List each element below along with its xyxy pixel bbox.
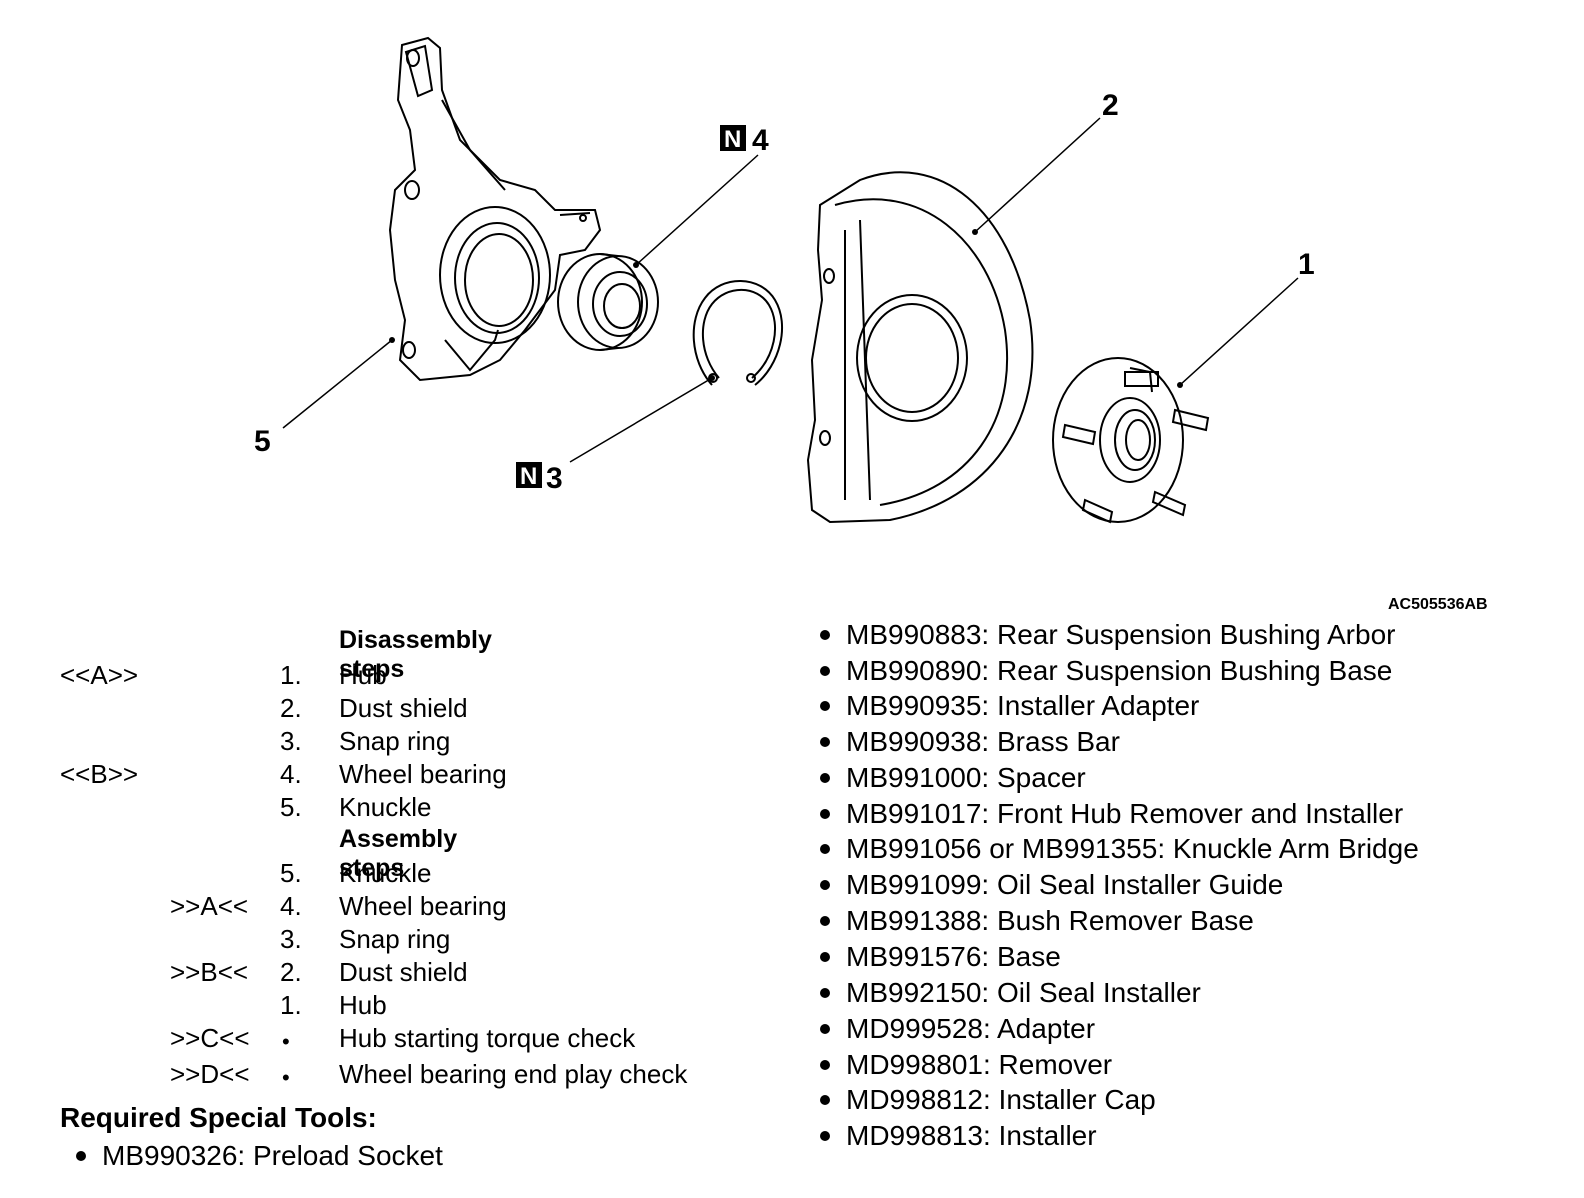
new-part-mark-4: N	[720, 125, 746, 153]
list-item: MB991056 or MB991355: Knuckle Arm Bridge	[820, 833, 1419, 865]
list-item: MD999528: Adapter	[820, 1013, 1095, 1045]
step-text: Wheel bearing	[339, 891, 507, 921]
step-number: 5.	[280, 858, 302, 888]
bullet-icon	[820, 843, 830, 854]
step-mark: >>A<<	[170, 891, 249, 921]
tool-text: MB990938: Brass Bar	[846, 726, 1120, 757]
tool-text: MB990935: Installer Adapter	[846, 690, 1200, 721]
bullet-icon	[820, 915, 830, 926]
bullet-icon	[820, 736, 830, 747]
callout-5: 5	[254, 425, 271, 458]
list-item: MD998812: Installer Cap	[820, 1084, 1156, 1116]
step-number: 3.	[280, 924, 302, 954]
bullet-icon	[820, 879, 830, 890]
tool-text: MB990890: Rear Suspension Bushing Base	[846, 655, 1393, 686]
bullet-icon	[820, 772, 830, 783]
bullet-icon: •	[282, 1065, 290, 1090]
step-text: Hub starting torque check	[339, 1023, 636, 1053]
tool-text: MB991099: Oil Seal Installer Guide	[846, 869, 1284, 900]
bullet-icon	[76, 1150, 86, 1161]
list-item: MB990326: Preload Socket	[76, 1140, 443, 1172]
step-mark: >>D<<	[170, 1059, 250, 1089]
bullet-icon	[820, 1094, 830, 1105]
bullet-icon	[820, 665, 830, 676]
step-text: Dust shield	[339, 693, 468, 723]
step-text: Snap ring	[339, 726, 451, 756]
step-text: Knuckle	[339, 858, 432, 888]
knuckle-icon	[388, 36, 602, 382]
figure-id: AC505536AB	[1388, 596, 1488, 613]
tool-text: MB992150: Oil Seal Installer	[846, 977, 1201, 1008]
list-item: MB990935: Installer Adapter	[820, 690, 1199, 722]
callout-3: 3	[546, 462, 563, 495]
step-text: Dust shield	[339, 957, 468, 987]
exploded-diagram: 1 2 N 3 N 4 5	[254, 36, 1315, 524]
tool-text: MB990326: Preload Socket	[102, 1140, 443, 1171]
step-number: 4.	[280, 759, 302, 789]
step-number: 4.	[280, 891, 302, 921]
step-mark: <<B>>	[60, 759, 139, 789]
step-text: Snap ring	[339, 924, 451, 954]
dust-shield-icon	[806, 171, 1034, 524]
callout-4: 4	[752, 124, 769, 157]
tool-text: MD998801: Remover	[846, 1049, 1113, 1080]
bullet-icon	[820, 1130, 830, 1141]
svg-text:N: N	[724, 126, 741, 153]
step-text: Hub	[339, 990, 387, 1020]
step-number: 1.	[280, 990, 302, 1020]
list-item: MB991576: Base	[820, 941, 1061, 973]
list-item: MB990890: Rear Suspension Bushing Base	[820, 655, 1392, 687]
bullet-icon	[820, 700, 830, 711]
tool-text: MB990883: Rear Suspension Bushing Arbor	[846, 619, 1396, 650]
bullet-icon	[820, 629, 830, 640]
bullet-icon	[820, 1059, 830, 1070]
new-part-mark-3: N	[516, 462, 542, 490]
step-number: 5.	[280, 792, 302, 822]
svg-text:N: N	[520, 463, 537, 490]
step-text: Knuckle	[339, 792, 432, 822]
tool-text: MB991000: Spacer	[846, 762, 1086, 793]
list-item: MB991000: Spacer	[820, 762, 1086, 794]
tool-text: MD999528: Adapter	[846, 1013, 1096, 1044]
tool-text: MB991576: Base	[846, 941, 1061, 972]
tool-text: MB991388: Bush Remover Base	[846, 905, 1254, 936]
bullet-icon	[820, 987, 830, 998]
list-item: MB991388: Bush Remover Base	[820, 905, 1254, 937]
tool-text: MD998813: Installer	[846, 1120, 1097, 1151]
list-item: MB992150: Oil Seal Installer	[820, 977, 1201, 1009]
bullet-icon: •	[282, 1029, 290, 1054]
bullet-icon	[820, 808, 830, 819]
snap-ring-icon	[692, 280, 783, 386]
step-number: 1.	[280, 660, 302, 690]
callout-1: 1	[1298, 248, 1315, 281]
bullet-icon	[820, 951, 830, 962]
list-item: MB991017: Front Hub Remover and Installe…	[820, 798, 1403, 830]
step-text: Wheel bearing end play check	[339, 1059, 688, 1089]
step-text: Hub	[339, 660, 387, 690]
step-text: Wheel bearing	[339, 759, 507, 789]
step-number: 2.	[280, 957, 302, 987]
bullet-icon	[820, 1023, 830, 1034]
disassembly-heading: Disassembly steps	[339, 626, 492, 683]
step-mark: >>B<<	[170, 957, 249, 987]
tools-heading: Required Special Tools:	[60, 1102, 377, 1133]
hub-icon	[1052, 357, 1210, 524]
list-item: MB990883: Rear Suspension Bushing Arbor	[820, 619, 1395, 651]
wheel-bearing-icon	[557, 253, 659, 351]
list-item: MD998801: Remover	[820, 1049, 1112, 1081]
step-number: 3.	[280, 726, 302, 756]
assembly-heading: Assembly steps	[339, 825, 458, 882]
tool-text: MB991017: Front Hub Remover and Installe…	[846, 798, 1404, 829]
callout-2: 2	[1102, 89, 1119, 122]
step-mark: <<A>>	[60, 660, 139, 690]
step-mark: >>C<<	[170, 1023, 250, 1053]
tool-text: MB991056 or MB991355: Knuckle Arm Bridge	[846, 833, 1419, 864]
list-item: MB991099: Oil Seal Installer Guide	[820, 869, 1283, 901]
list-item: MD998813: Installer	[820, 1120, 1097, 1152]
step-number: 2.	[280, 693, 302, 723]
list-item: MB990938: Brass Bar	[820, 726, 1120, 758]
tool-text: MD998812: Installer Cap	[846, 1084, 1156, 1115]
